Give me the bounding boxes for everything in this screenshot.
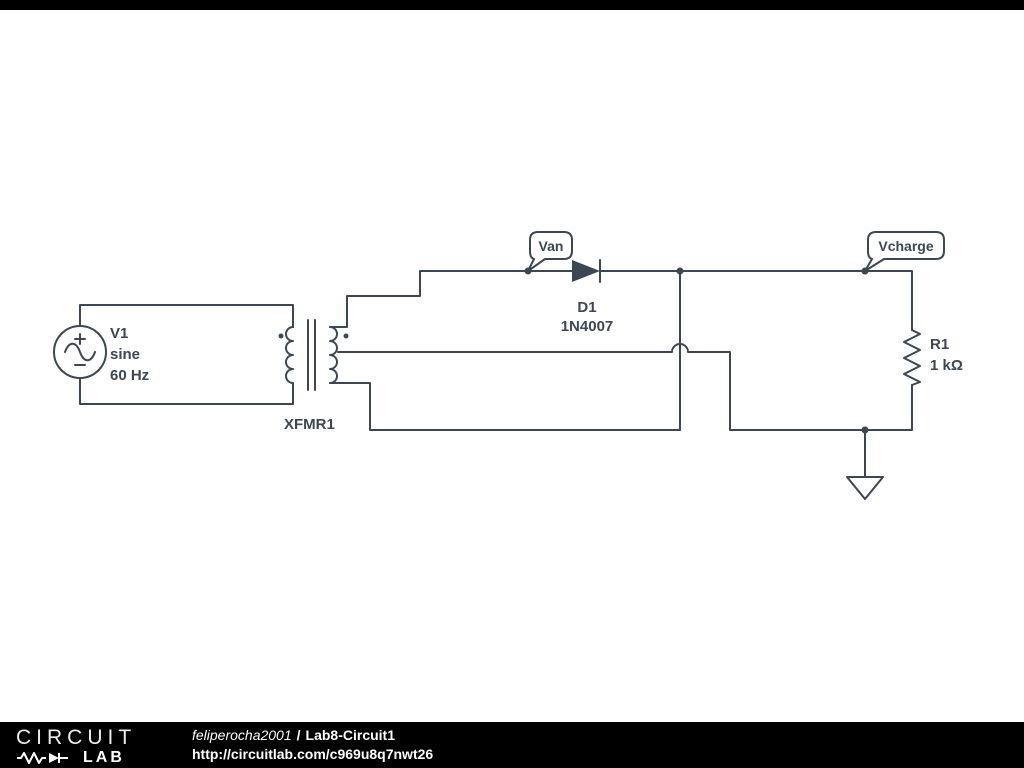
v1-plus-sign — [74, 333, 86, 345]
v1-frequency-label: 60 Hz — [110, 367, 149, 384]
logo-resistor-diode-icon — [17, 751, 68, 764]
xfmr1-ref-label: XFMR1 — [284, 416, 335, 433]
flag-vcharge[interactable]: Vcharge — [864, 231, 945, 272]
primary-polarity-dot — [278, 333, 284, 339]
ground-triangle — [846, 476, 884, 500]
vcharge-flag-label: Vcharge — [878, 238, 933, 254]
secondary-coil — [329, 326, 338, 384]
logo-word-lab: LAB — [83, 748, 125, 766]
circuit-schematic-canvas: V1 sine 60 Hz XFMR1 D1 1N4007 R1 1 kΩ Va… — [53, 231, 963, 500]
v1-sine-wave-icon — [64, 342, 96, 362]
d1-ref-label: D1 — [577, 299, 596, 316]
footer-separator: / — [296, 727, 301, 743]
voltage-source-v1[interactable]: V1 sine 60 Hz — [53, 325, 149, 384]
logo-word-circuit: CIRCUIT — [16, 725, 137, 749]
vcharge-flag-bubble — [864, 231, 945, 272]
wires — [79, 270, 913, 431]
wire-secondary-bottom — [329, 382, 681, 431]
ground-symbol[interactable] — [846, 429, 884, 500]
footer-url-link[interactable]: http://circuitlab.com/c969u8q7nwt26 — [192, 746, 434, 762]
resistor-zigzag — [903, 329, 921, 386]
diode-d1[interactable]: D1 1N4007 — [561, 259, 614, 335]
wire-primary-bottom — [79, 377, 294, 405]
secondary-polarity-dot — [343, 333, 349, 339]
van-flag-bubble — [527, 231, 573, 272]
footer-bar: CIRCUIT LAB feliperocha2001/Lab8-Circuit… — [0, 722, 1024, 768]
wire-cathode-to-resistor — [599, 270, 913, 331]
wire-center-tap-with-hop — [337, 343, 913, 431]
wire-primary-top — [79, 304, 294, 328]
footer-author: feliperocha2001 — [192, 727, 292, 743]
van-flag-label: Van — [539, 238, 564, 254]
top-black-bar — [0, 0, 1024, 10]
v1-ref-label: V1 — [110, 325, 128, 342]
r1-value-label: 1 kΩ — [930, 357, 963, 374]
footer-circuit-title: Lab8-Circuit1 — [305, 727, 395, 743]
resistor-r1[interactable]: R1 1 kΩ — [903, 329, 963, 386]
v1-circle — [53, 325, 107, 379]
footer-credit-line: feliperocha2001/Lab8-Circuit1 — [192, 726, 433, 745]
circuitlab-logo[interactable]: CIRCUIT LAB — [0, 725, 192, 766]
wire-secondary-top-to-anode — [329, 270, 573, 328]
diode-triangle-icon — [572, 260, 600, 282]
r1-ref-label: R1 — [930, 336, 949, 353]
flag-van[interactable]: Van — [527, 231, 573, 272]
node-dot-junction — [676, 267, 684, 275]
primary-coil — [285, 326, 294, 384]
transformer-xfmr1[interactable]: XFMR1 — [278, 319, 349, 433]
node-dot-ground — [861, 426, 869, 434]
d1-model-label: 1N4007 — [561, 318, 614, 335]
v1-waveform-label: sine — [110, 346, 140, 363]
